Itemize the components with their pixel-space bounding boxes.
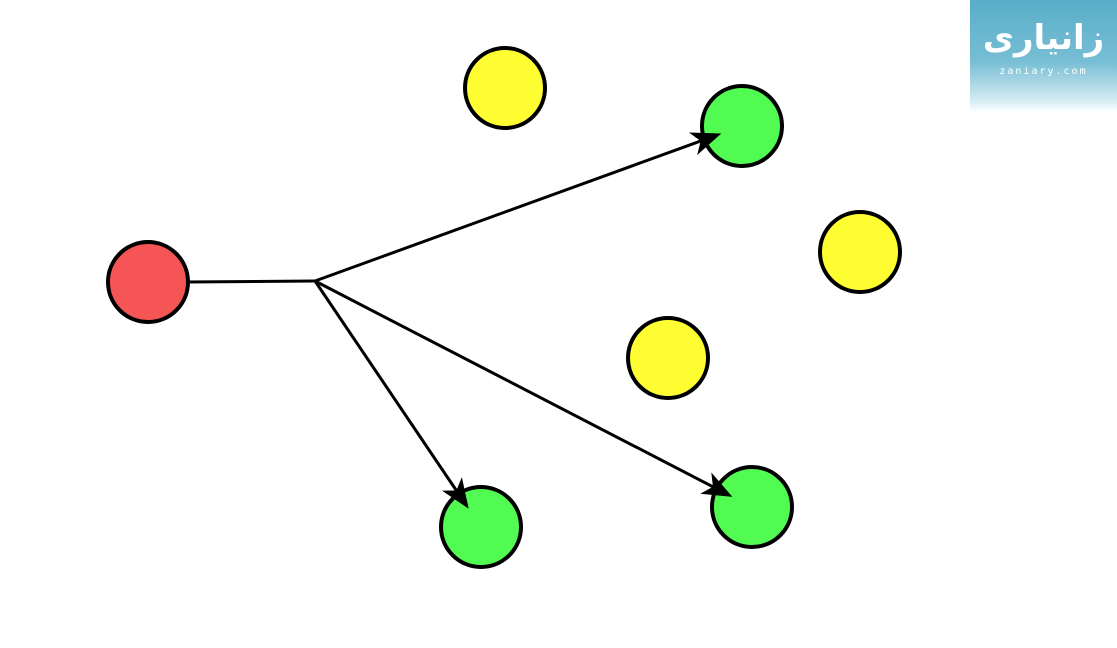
node-source [106, 240, 190, 324]
node-yellow-1 [463, 46, 547, 130]
arrowhead-green-1 [689, 132, 722, 156]
edge-junction-green-2 [314, 279, 725, 494]
arrowhead-green-3 [441, 477, 469, 509]
node-green-2 [710, 465, 794, 549]
edge-source-junction [184, 279, 317, 284]
node-green-1 [700, 84, 784, 168]
arrowhead-green-2 [700, 472, 733, 497]
node-yellow-3 [626, 316, 710, 400]
edge-junction-green-1 [314, 135, 713, 283]
watermark-logo: زانیاری zaniary.com [970, 0, 1117, 112]
node-green-3 [439, 485, 523, 569]
watermark-domain: zaniary.com [999, 66, 1088, 77]
watermark-name: زانیاری [982, 18, 1105, 58]
edge-junction-green-3 [313, 280, 465, 502]
node-yellow-2 [818, 210, 902, 294]
